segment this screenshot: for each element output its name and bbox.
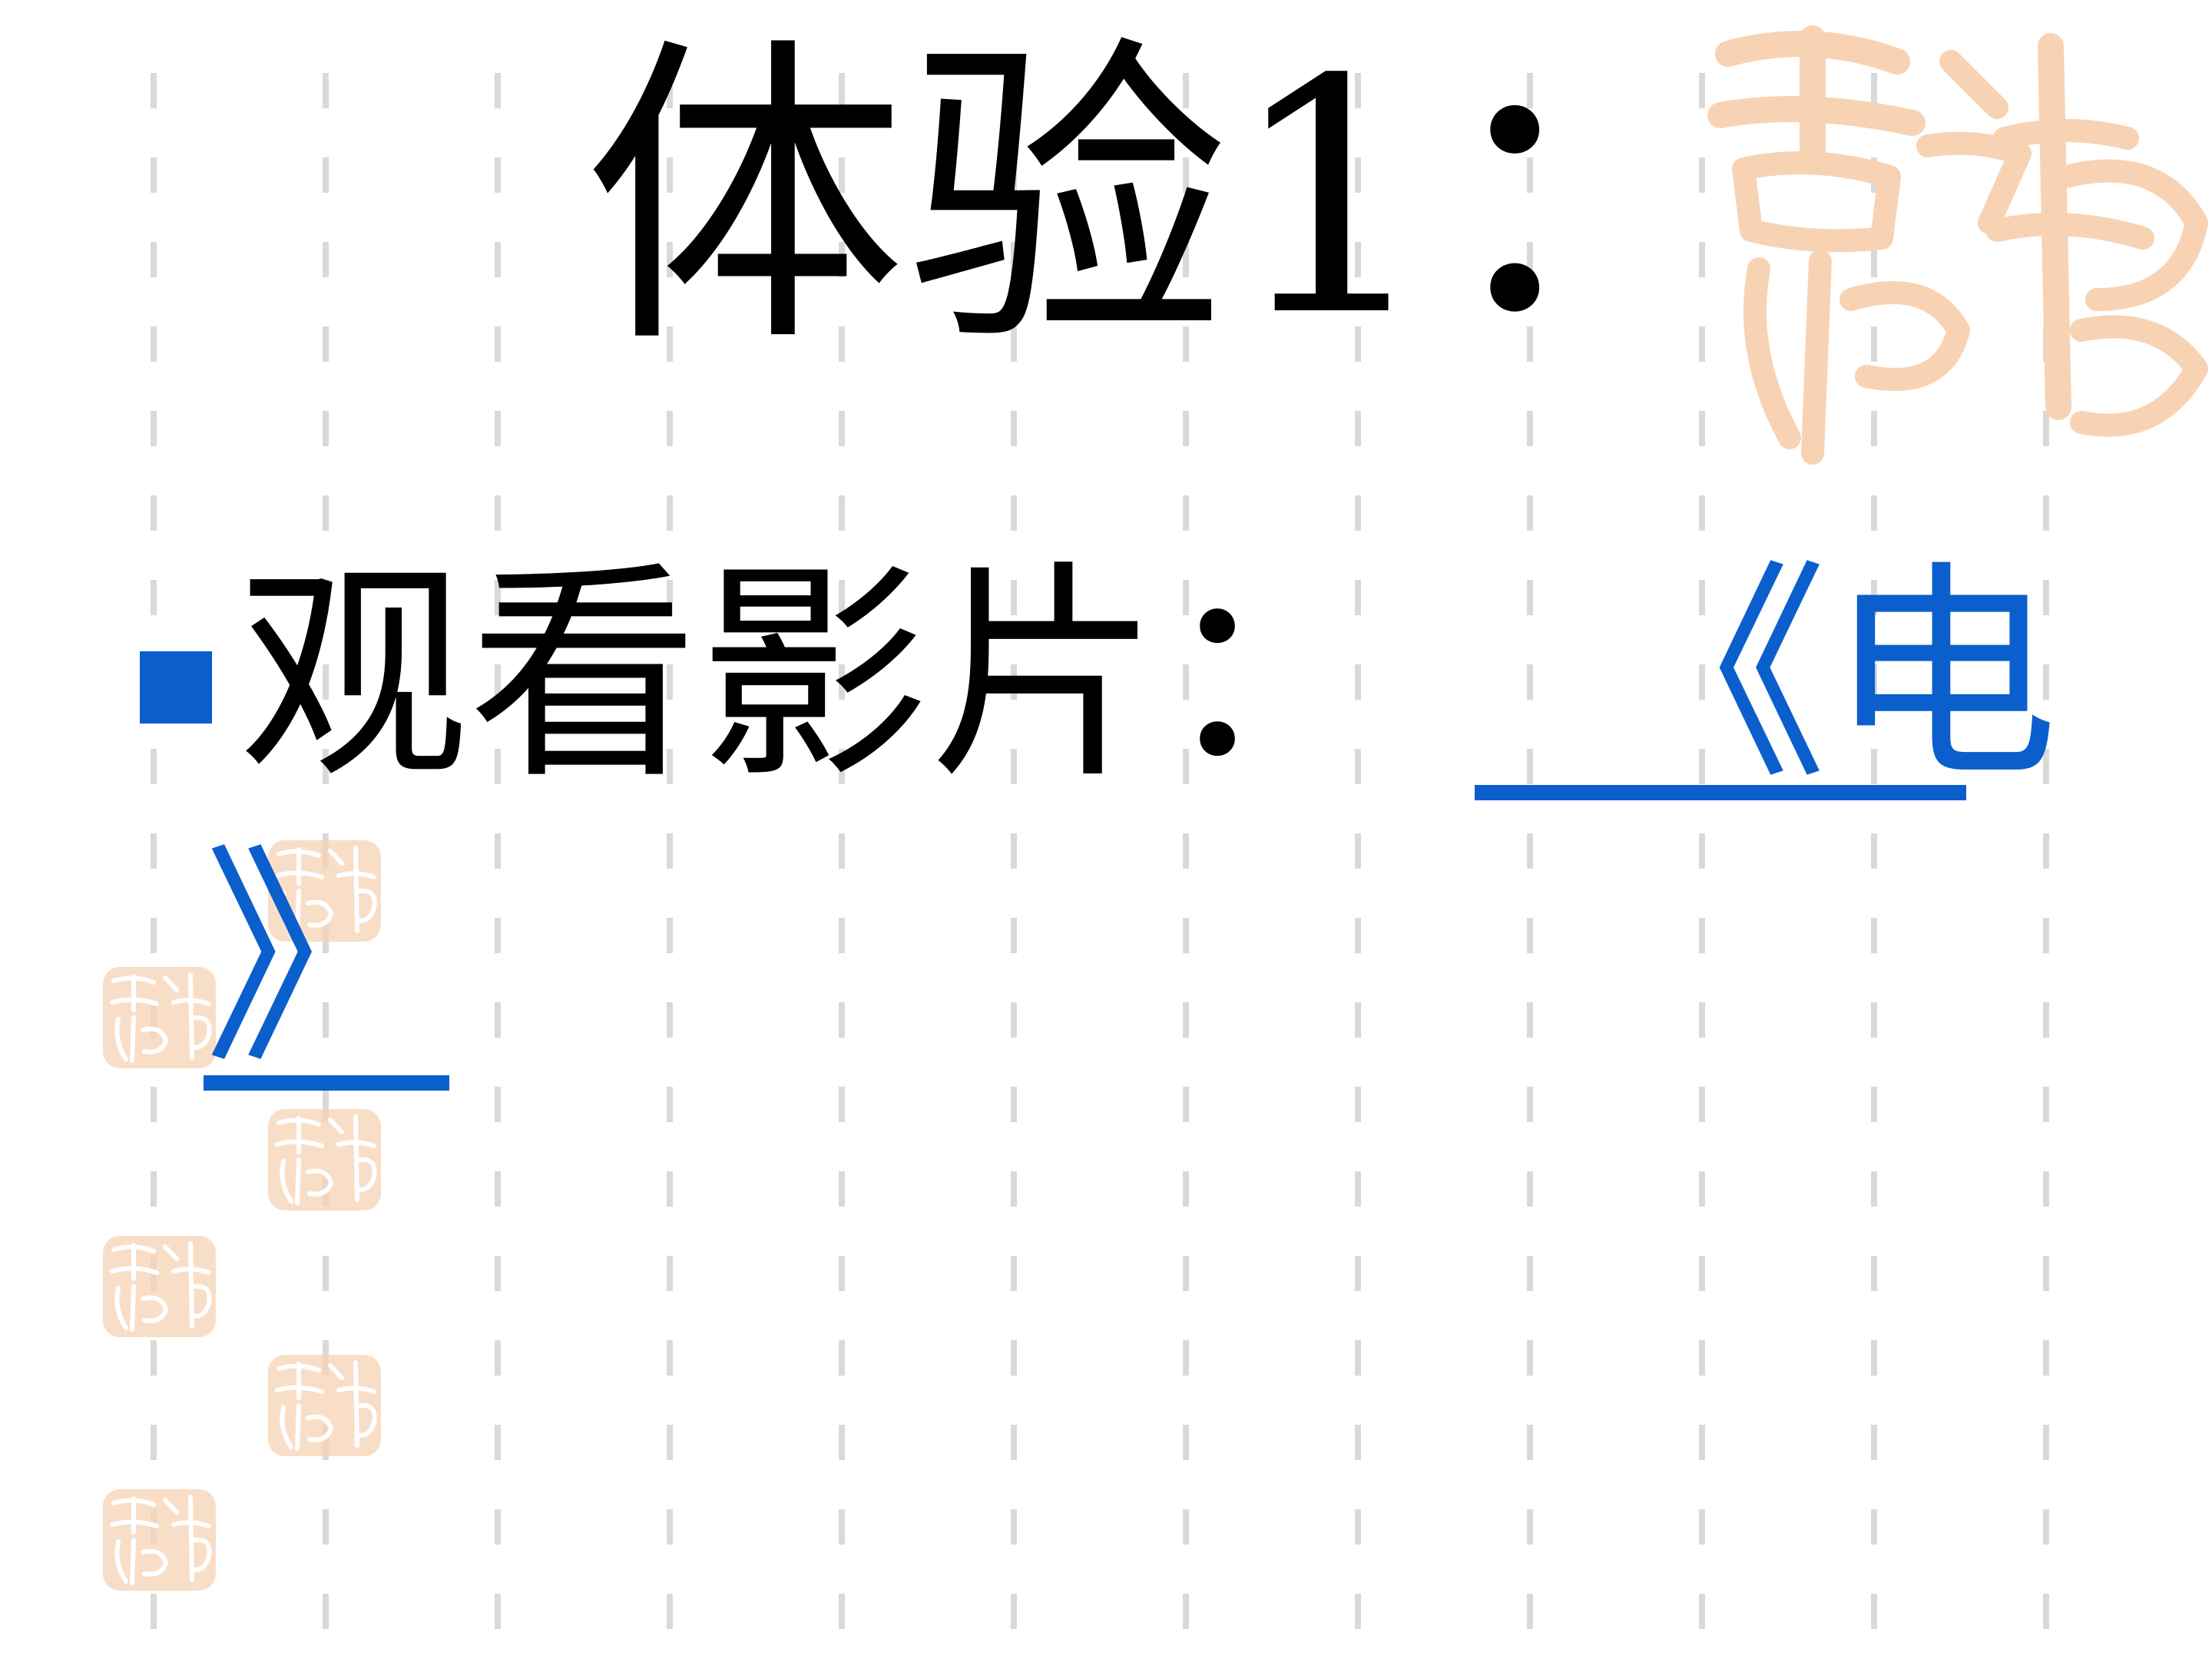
film-link[interactable]: 《电 [1475, 530, 2058, 810]
seal-stamp [103, 1236, 216, 1337]
slide-title: 体验1： [584, 12, 1757, 387]
seal-stamp [103, 1489, 216, 1591]
bullet-text: 观看影片： [238, 541, 1390, 810]
film-link-continued[interactable]: 》 [204, 822, 449, 1094]
seal-stamp [268, 1355, 381, 1456]
seal-stamp [268, 840, 381, 942]
seal-stamp [103, 967, 216, 1068]
seal-stamp [268, 1109, 381, 1210]
large-seal-watermark [1707, 25, 2208, 465]
bullet-item: 观看影片： 《电 》 [0, 530, 2212, 1114]
bullet-square-icon [140, 651, 212, 724]
